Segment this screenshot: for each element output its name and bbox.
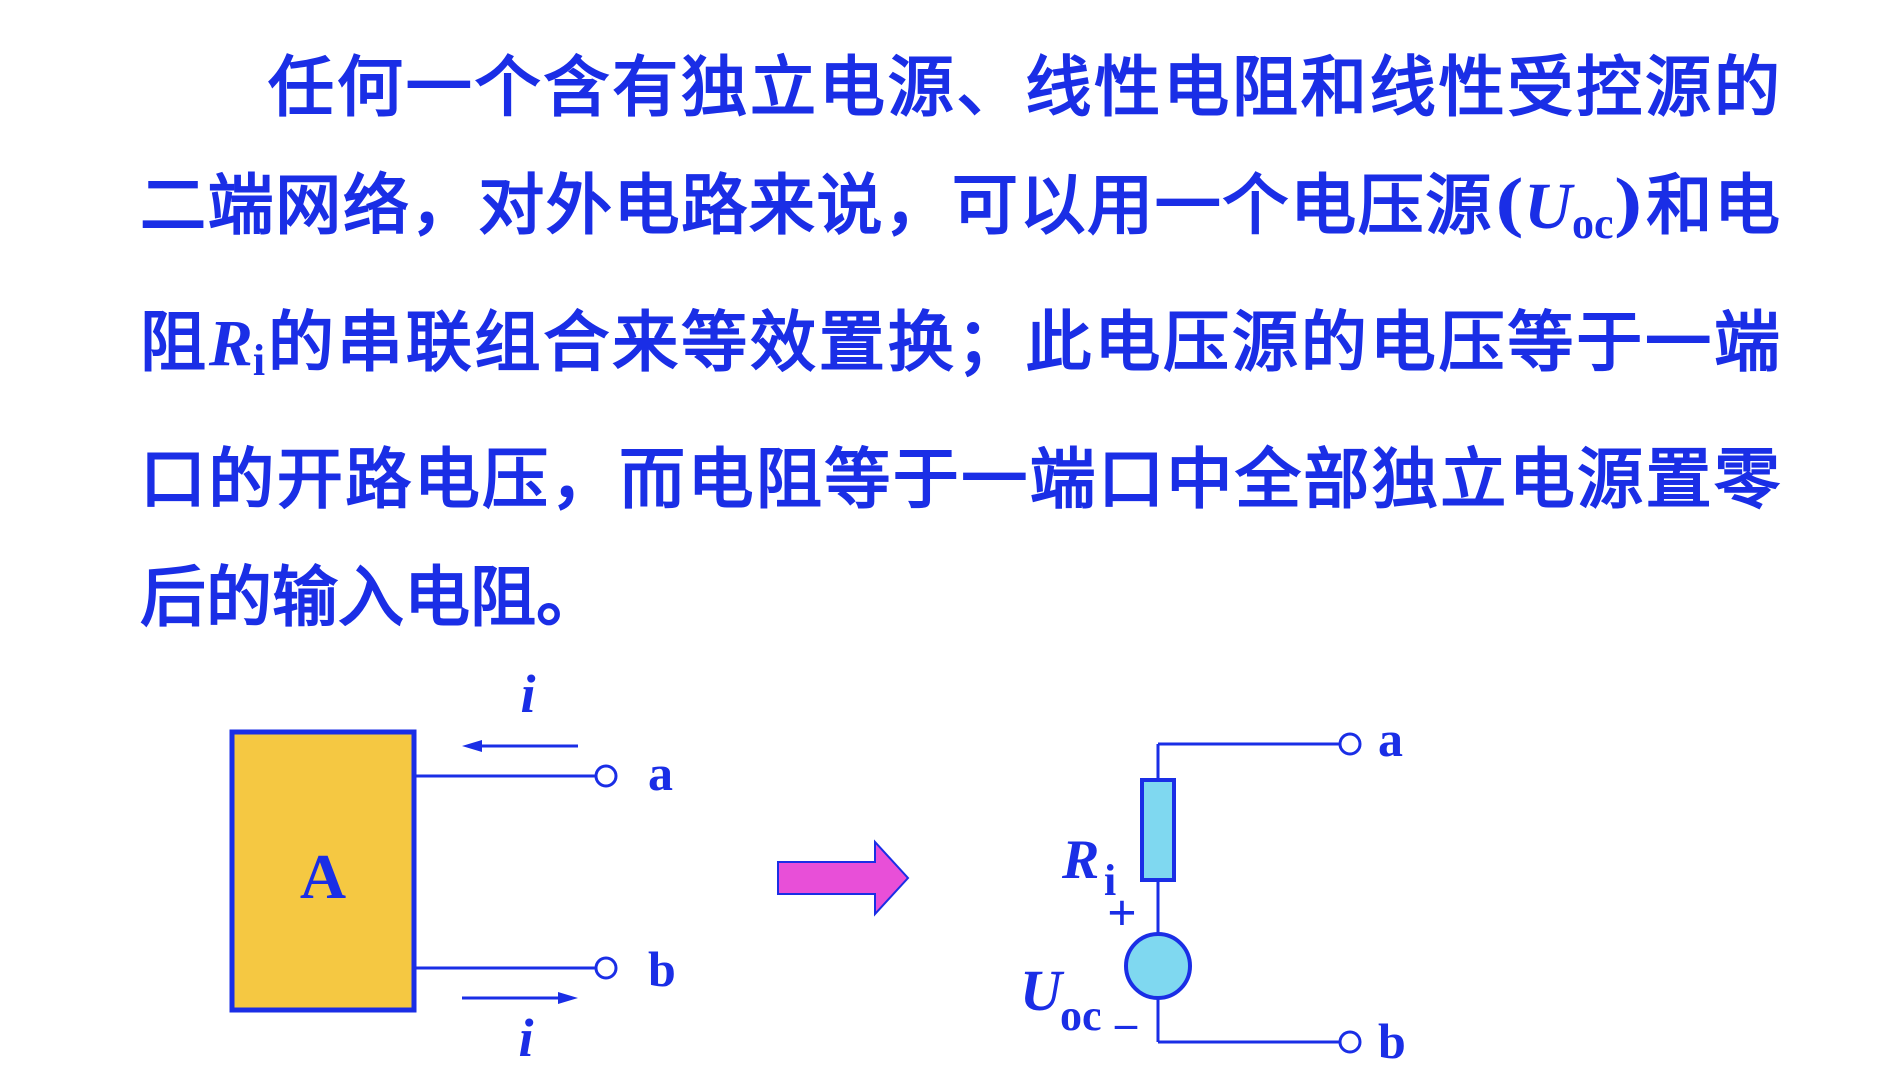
uoc-subscript: oc xyxy=(1571,199,1614,248)
line3-text-pre: 阻 xyxy=(140,303,209,381)
ri-symbol: R xyxy=(208,307,253,380)
uoc-symbol: U xyxy=(1524,170,1572,243)
voltage-source-uoc xyxy=(1124,932,1192,1000)
source-minus-sign: – xyxy=(1114,999,1138,1048)
line2-text-pre: 二端网络，对外电路来说，可以用一个电压源( xyxy=(140,166,1525,244)
paragraph-line-2: 二端网络，对外电路来说，可以用一个电压源(Uoc)和电 xyxy=(140,146,1780,283)
paragraph-line-5: 后的输入电阻。 xyxy=(140,558,602,636)
network-box-a xyxy=(229,729,417,1013)
resistor-label-symbol: R xyxy=(1061,829,1099,891)
terminal-b-right xyxy=(1338,1030,1362,1054)
current-arrow-bottom-head xyxy=(558,992,578,1004)
source-label-symbol: U xyxy=(1020,958,1065,1023)
paragraph-line-4: 口的开路电压，而电阻等于一端口中全部独立电源置零 xyxy=(140,440,1780,518)
network-box-label: A xyxy=(300,841,346,912)
ri-subscript: i xyxy=(252,336,266,385)
resistor-ri xyxy=(1140,778,1176,882)
line3-text-post: 的串联组合来等效置换；此电压源的电压等于一端 xyxy=(265,303,1781,381)
theorem-paragraph: 任何一个含有独立电源、线性电阻和线性受控源的 二端网络，对外电路来说，可以用一个… xyxy=(140,28,1780,656)
terminal-a-left-label: a xyxy=(648,745,673,801)
terminal-a-right xyxy=(1338,732,1362,756)
source-label-subscript: oc xyxy=(1060,991,1102,1040)
current-arrow-top-head xyxy=(462,740,482,752)
terminal-a-right-label: a xyxy=(1378,711,1403,767)
resistor-label-subscript: i xyxy=(1104,856,1116,905)
terminal-b-right-label: b xyxy=(1378,1013,1406,1069)
paragraph-line-3: 阻Ri的串联组合来等效置换；此电压源的电压等于一端 xyxy=(140,283,1780,420)
terminal-a-left xyxy=(594,764,618,788)
terminal-b-left-label: b xyxy=(648,941,676,997)
line2-text-post: )和电 xyxy=(1613,166,1780,244)
source-plus-sign: + xyxy=(1107,885,1137,942)
left-circuit: A a b i i xyxy=(229,664,676,1068)
current-label-top: i xyxy=(520,664,535,724)
current-label-bottom: i xyxy=(518,1008,533,1068)
paragraph-line-1: 任何一个含有独立电源、线性电阻和线性受控源的 xyxy=(268,48,1780,126)
equivalence-arrow xyxy=(777,839,910,917)
right-circuit: a R i + U oc – b xyxy=(1020,711,1406,1069)
terminal-b-left xyxy=(594,956,618,980)
